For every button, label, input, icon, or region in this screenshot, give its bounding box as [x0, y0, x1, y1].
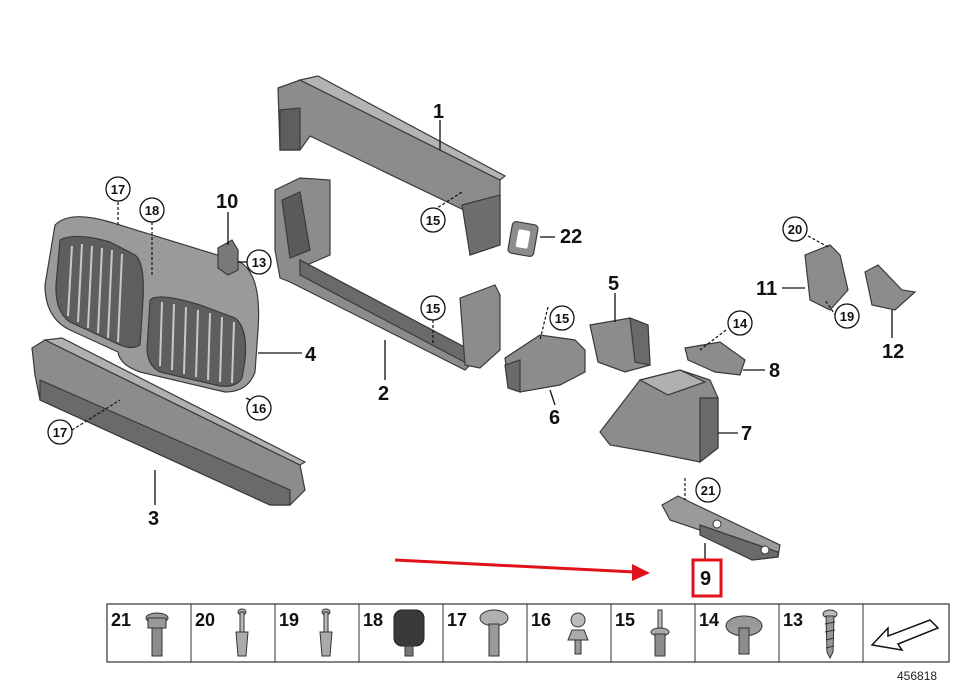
fastener-15-label: 15 [615, 610, 635, 630]
callout-12: 12 [882, 341, 904, 363]
callout-4: 4 [305, 344, 317, 366]
circle-callout-20: 20 [788, 222, 802, 237]
fastener-13-label: 13 [783, 610, 803, 630]
washer-screw-icon [479, 609, 509, 657]
highlight-box [691, 558, 723, 598]
flange-bolt-icon [145, 612, 169, 657]
fastener-17-label: 17 [447, 610, 467, 630]
circle-callout-21: 21 [701, 483, 715, 498]
circle-callout-17: 17 [53, 425, 67, 440]
circle-callout-19: 19 [840, 309, 854, 324]
fastener-18-label: 18 [363, 610, 383, 630]
direction-arrow-icon [870, 619, 940, 652]
fastener-19-label: 19 [279, 610, 299, 630]
callout-2: 2 [378, 383, 389, 405]
circle-callout-14: 14 [733, 316, 748, 331]
callout-1: 1 [433, 101, 444, 123]
part-6-air-duct[interactable] [504, 334, 586, 393]
callout-22: 22 [560, 226, 582, 248]
fastener-21-label: 21 [111, 610, 131, 630]
callout-5: 5 [608, 273, 619, 295]
circle-callout-13: 13 [252, 255, 266, 270]
fastener-numbers: 21 20 19 18 17 16 15 14 13 [111, 610, 803, 630]
callout-9: 9 [700, 568, 711, 590]
callout-10: 10 [216, 191, 238, 213]
part-callouts: 1 2 3 4 5 6 7 8 9 10 11 12 22 [148, 101, 904, 590]
leader-lines [71, 120, 893, 560]
callout-11: 11 [756, 278, 777, 300]
callout-7: 7 [741, 423, 752, 445]
callout-6: 6 [549, 407, 560, 429]
circle-callout-15: 15 [555, 311, 569, 326]
circle-callout-15: 15 [426, 213, 440, 228]
circle-callout-17: 17 [111, 182, 125, 197]
circle-callout-16: 16 [252, 401, 266, 416]
part-1-upper-carrier[interactable] [277, 75, 507, 256]
part-11-bracket[interactable] [804, 244, 849, 311]
part-5-air-duct[interactable] [589, 317, 651, 373]
fastener-16-label: 16 [531, 610, 551, 630]
rubber-mount-icon [393, 609, 425, 657]
callout-8: 8 [769, 360, 780, 382]
fastener-strip [106, 603, 950, 663]
part-8-bracket[interactable] [684, 341, 746, 376]
push-rivet-icon [319, 608, 333, 657]
part-2-frame[interactable] [274, 177, 501, 371]
part-10-bracket[interactable] [217, 239, 239, 276]
circled-callouts [47, 176, 860, 503]
red-arrow [394, 558, 650, 581]
callout-3: 3 [148, 508, 159, 530]
part-9-support[interactable] [661, 495, 781, 561]
self-tapping-screw-icon [822, 609, 838, 660]
circle-callout-18: 18 [145, 203, 159, 218]
part-22-seal[interactable] [507, 221, 539, 257]
diagram-reference-number: 456818 [897, 669, 937, 683]
fastener-20-label: 20 [195, 610, 215, 630]
part-4-kidney-grille[interactable] [44, 216, 260, 393]
circled-callout-labels: 17 18 13 15 15 15 16 17 14 20 19 21 [53, 182, 854, 498]
rivet-icon [650, 609, 670, 657]
expanding-rivet-icon [235, 608, 249, 657]
part-7-air-guide[interactable] [599, 369, 719, 464]
spring-nut-icon [725, 615, 763, 655]
part-12-guide[interactable] [864, 264, 917, 311]
fastener-14-label: 14 [699, 610, 719, 630]
ball-stud-icon [567, 612, 589, 655]
circle-callout-15: 15 [426, 301, 440, 316]
